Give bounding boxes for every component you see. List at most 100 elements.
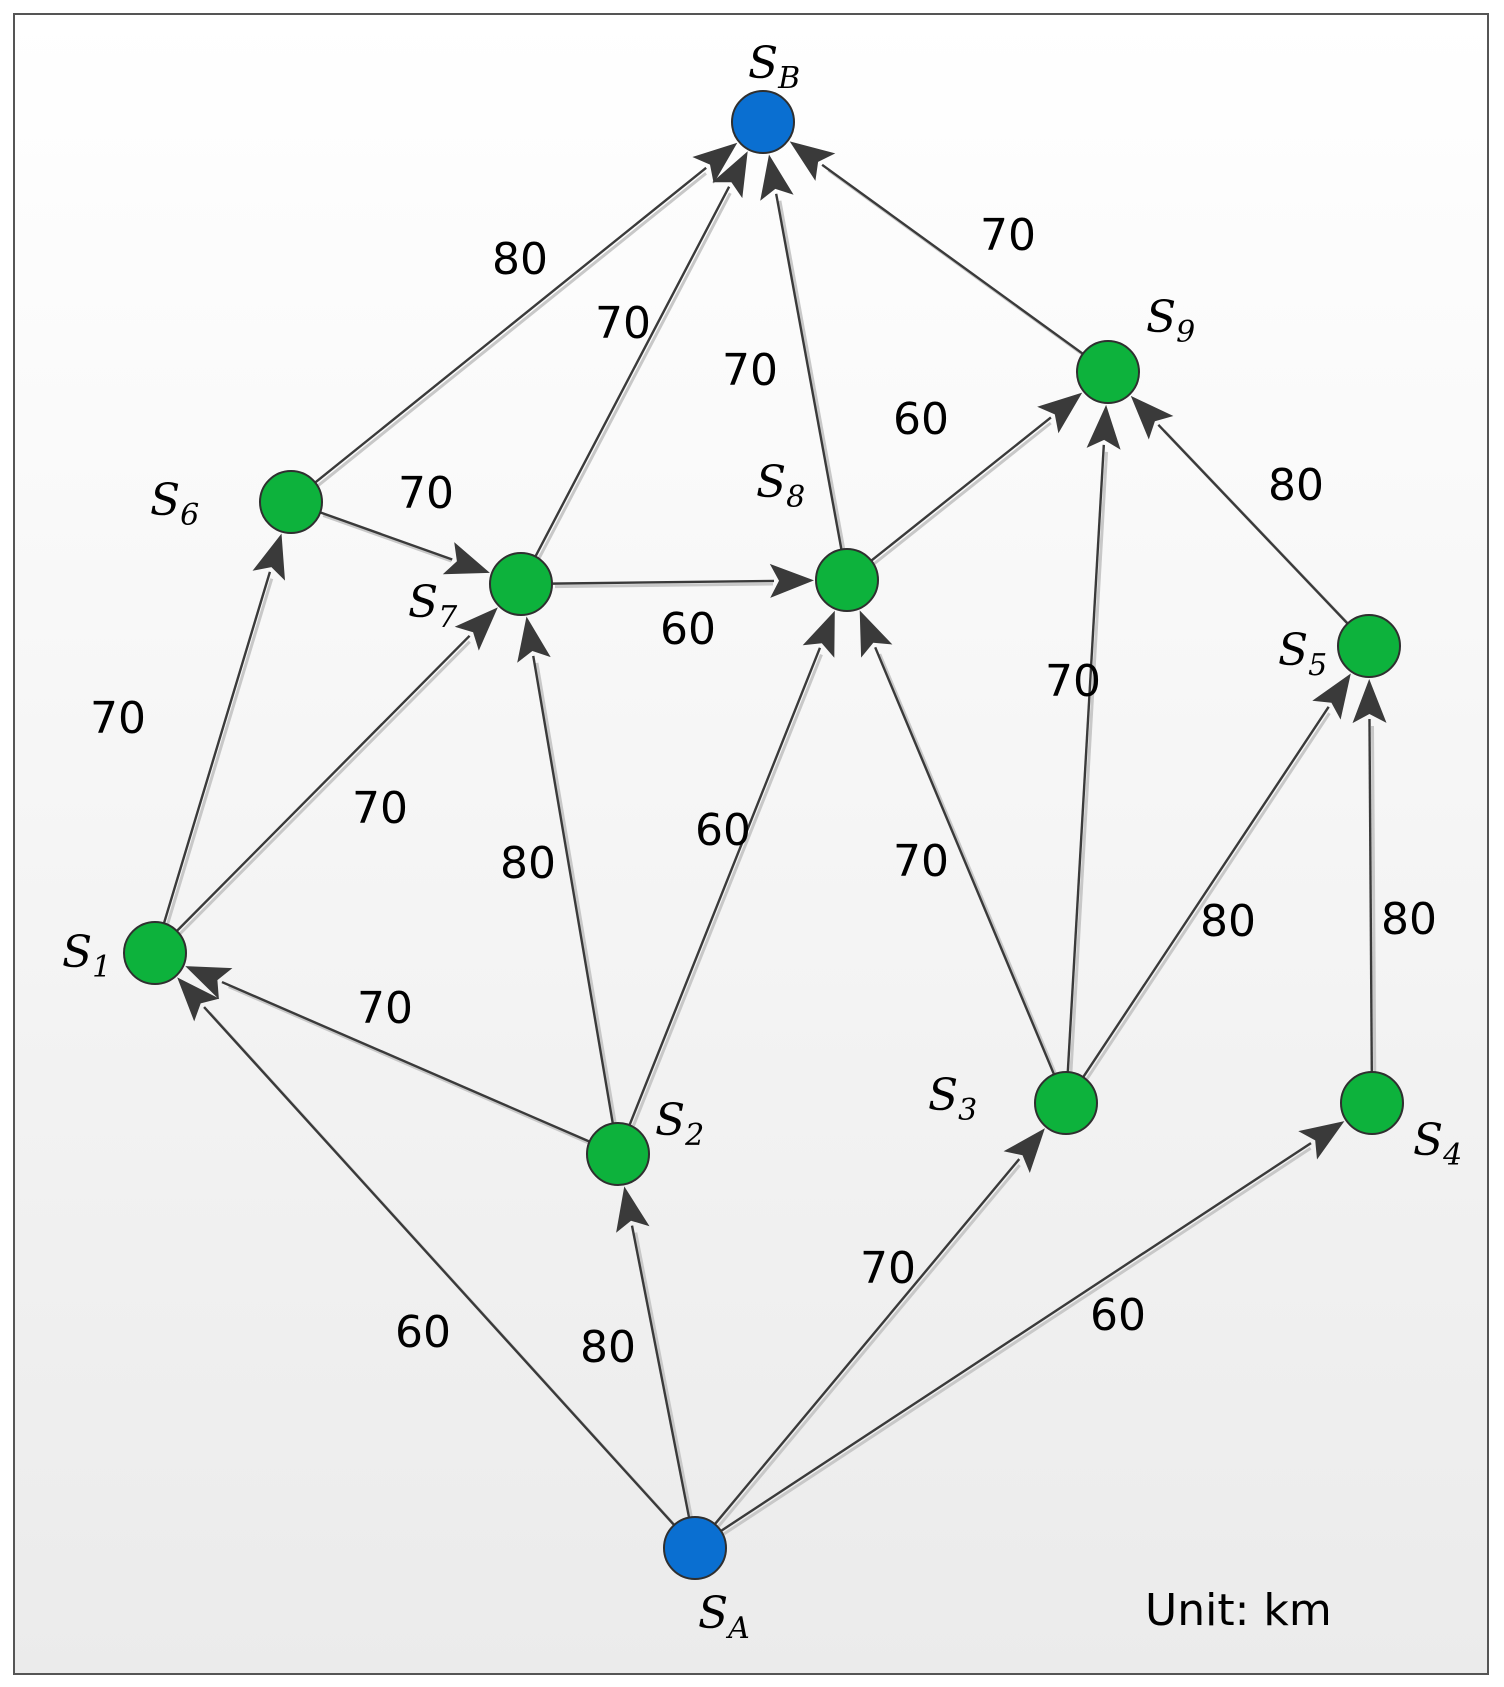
edge-shadow: [535, 662, 618, 1127]
edge-shadow: [1069, 451, 1109, 1076]
arrowhead-icon: [1312, 673, 1351, 720]
edge-shadow: [537, 192, 732, 561]
node-label-SB: SB: [748, 38, 800, 96]
arrowhead-icon: [712, 151, 748, 199]
edge-S2-S8: [628, 610, 835, 1129]
node-label-S1: S1: [62, 927, 111, 985]
edge-S2-S7: [517, 616, 618, 1127]
edge-shadow: [1084, 712, 1331, 1081]
edge-SA-S3: [713, 1128, 1045, 1529]
arrowhead-icon: [177, 977, 220, 1022]
edge-S6-S7: [319, 511, 490, 575]
node-S5: [1337, 614, 1401, 678]
node-S1: [123, 921, 187, 985]
edge-S5-S9: [1130, 395, 1352, 628]
edge-S6-SB: [314, 142, 738, 487]
arrowhead-icon: [1130, 395, 1174, 440]
node-label-subscript: 3: [958, 1093, 977, 1128]
edge-shadow: [322, 513, 452, 563]
node-label-main: S: [655, 1095, 685, 1146]
node-SB: [731, 90, 795, 154]
arrowhead-icon: [1037, 392, 1083, 434]
nodes-layer: [123, 90, 1404, 1580]
node-label-S8: S8: [756, 457, 805, 515]
node-label-subscript: 6: [180, 498, 199, 533]
arrowhead-icon: [802, 610, 835, 658]
edge-line: [1157, 424, 1349, 625]
unit-label: Unit: km: [1145, 1585, 1332, 1636]
arrowhead-icon: [1298, 1121, 1345, 1160]
edge-weight-S6-S7: 70: [398, 468, 454, 519]
node-label-main: S: [1413, 1115, 1443, 1166]
edge-line: [1368, 718, 1373, 1073]
edge-S3-S5: [1082, 673, 1351, 1081]
node-S9: [1076, 340, 1140, 404]
edge-line: [1066, 444, 1106, 1073]
edge-shadow: [631, 653, 823, 1129]
edge-S4-S5: [1352, 679, 1387, 1076]
arrowhead-icon: [252, 533, 285, 581]
arrowhead-icon: [1352, 679, 1387, 724]
arrowhead-icon: [517, 616, 551, 663]
edge-shadow: [716, 1164, 1021, 1529]
arrowhead-icon: [769, 563, 814, 598]
edge-line: [774, 193, 843, 550]
node-SA: [663, 1516, 727, 1580]
edge-S9-SB: [789, 141, 1087, 359]
edge-line: [203, 1006, 676, 1526]
edge-shadow: [228, 985, 594, 1147]
edge-weight-S6-SB: 80: [492, 234, 548, 285]
edge-weight-SA-S2: 80: [580, 1322, 636, 1373]
node-label-S7: S7: [408, 577, 458, 635]
edge-line: [1082, 706, 1330, 1078]
edge-S8-SB: [760, 154, 846, 553]
edge-weight-S3-S5: 80: [1200, 896, 1256, 947]
edge-shadow: [723, 1147, 1312, 1536]
node-label-S4: S4: [1413, 1115, 1462, 1173]
edge-S1-S7: [175, 607, 498, 936]
node-label-main: S: [756, 457, 786, 508]
edge-line: [628, 647, 822, 1126]
node-label-main: S: [150, 475, 180, 526]
arrowhead-icon: [859, 610, 893, 658]
edge-S3-S9: [1066, 404, 1121, 1076]
edge-weight-S5-S9: 80: [1268, 460, 1324, 511]
edge-SA-S2: [616, 1186, 694, 1521]
edge-line: [870, 416, 1052, 562]
node-label-S2: S2: [655, 1095, 704, 1153]
edge-line: [551, 579, 775, 585]
edge-line: [720, 1142, 1312, 1532]
node-label-S6: S6: [150, 475, 199, 533]
edge-SA-S4: [720, 1121, 1345, 1536]
edge-S8-S9: [870, 392, 1083, 565]
node-label-main: S: [928, 1070, 958, 1121]
arrowhead-icon: [692, 142, 738, 184]
edge-S3-S8: [859, 610, 1059, 1078]
arrowhead-icon: [789, 141, 836, 181]
node-label-main: S: [1278, 625, 1308, 676]
edge-weight-S7-S8: 60: [660, 604, 716, 655]
edge-weight-S2-S8: 60: [695, 805, 751, 856]
edge-weight-S9-SB: 70: [980, 210, 1036, 261]
edge-S2-S1: [185, 966, 594, 1147]
node-label-subscript: 8: [786, 480, 805, 515]
node-label-SA: SA: [698, 1588, 750, 1646]
edges-layer: [162, 141, 1387, 1536]
edge-line: [319, 511, 453, 561]
edge-line: [874, 646, 1056, 1075]
edge-S7-SB: [534, 151, 748, 561]
edge-shadow: [317, 172, 707, 487]
edge-weight-S3-S9: 70: [1045, 656, 1101, 707]
edge-line: [221, 980, 591, 1143]
node-label-subscript: 5: [1308, 648, 1327, 683]
edge-weight-SA-S3: 70: [860, 1243, 916, 1294]
node-label-S3: S3: [928, 1070, 977, 1128]
node-label-main: S: [408, 577, 438, 628]
node-label-S9: S9: [1146, 292, 1195, 350]
edge-line: [821, 163, 1084, 355]
node-label-main: S: [748, 38, 778, 89]
edge-weight-SA-S1: 60: [395, 1307, 451, 1358]
edge-line: [534, 186, 731, 558]
